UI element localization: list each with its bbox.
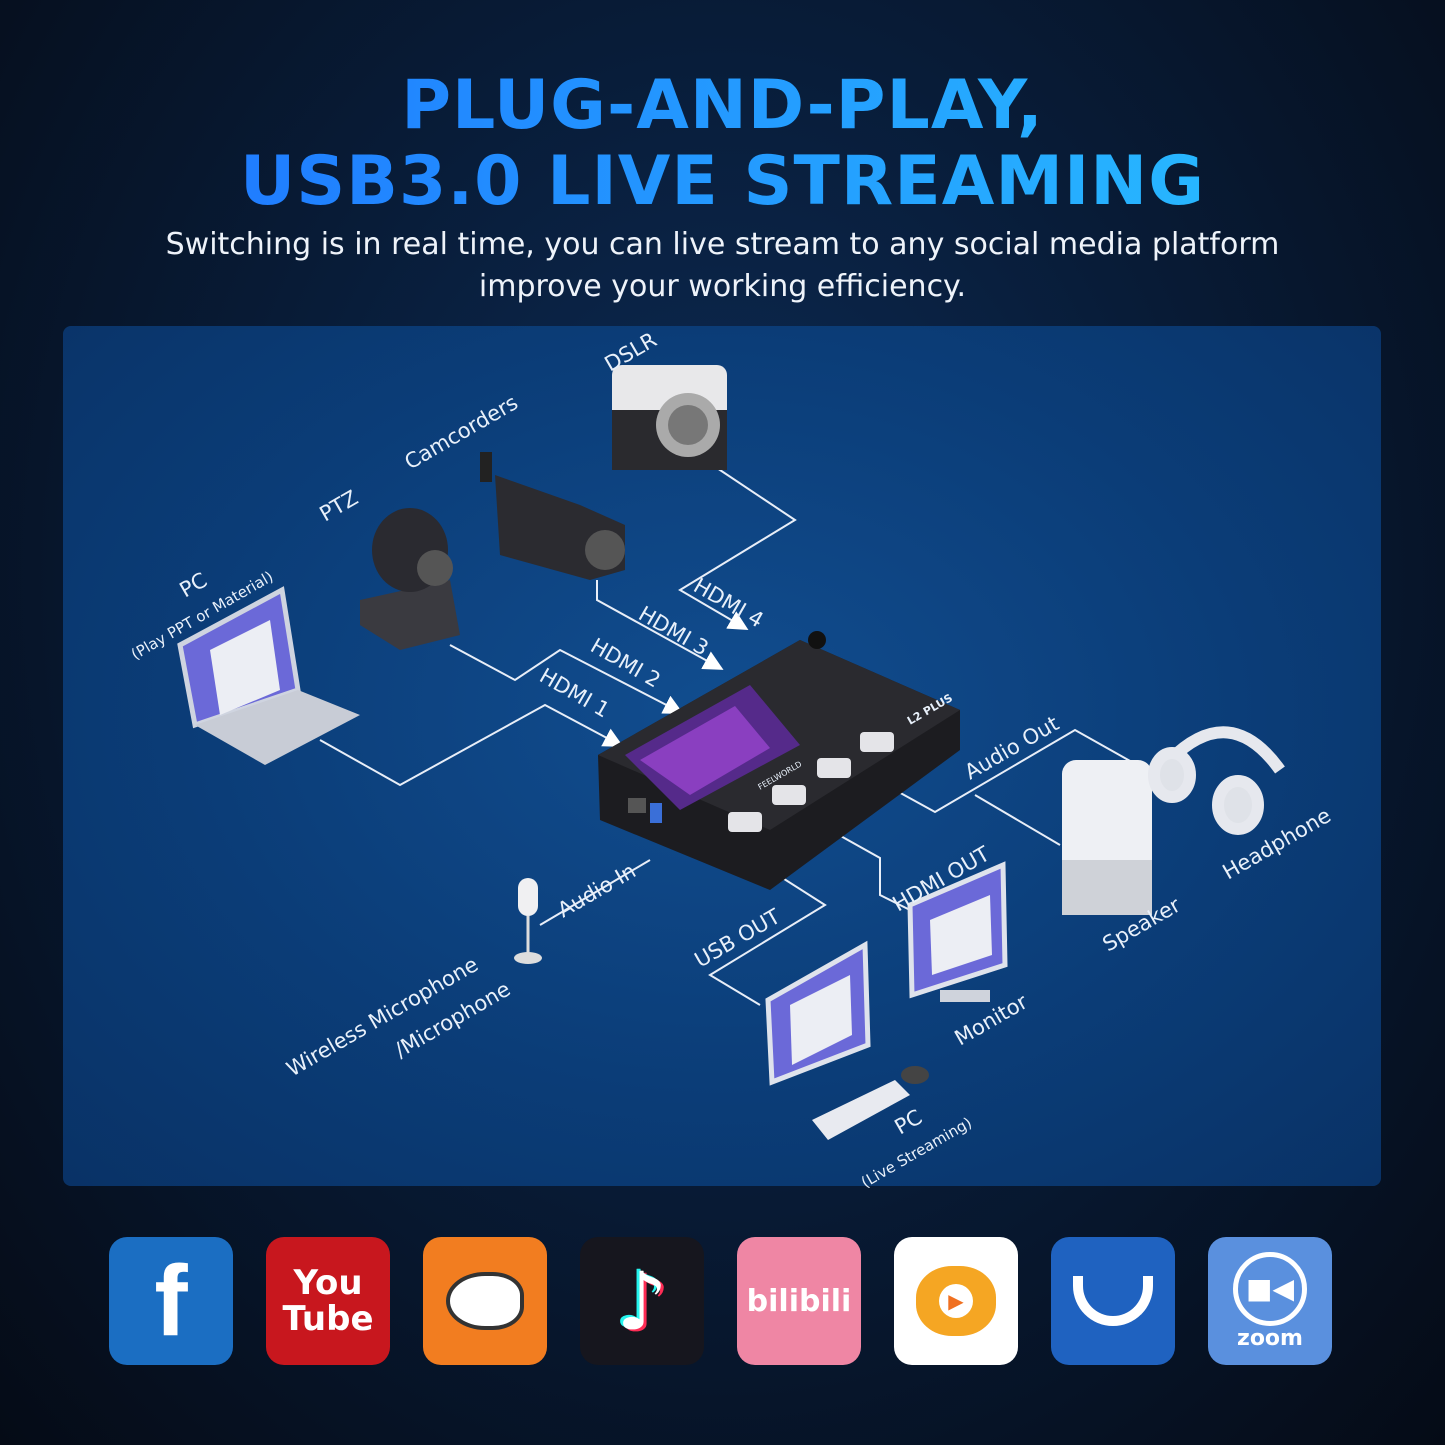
subtitle-line-2: improve your working efficiency. [478,269,967,304]
camcorder-icon [480,452,625,580]
speaker-icon [1062,760,1152,915]
device-button-3 [817,758,851,778]
device-buttons [728,732,894,832]
line-speaker [974,794,1061,846]
label-ptz: PTZ [316,486,363,527]
line-audio-out [894,728,1156,814]
label-audio-in: Audio In [554,859,640,923]
microphone-icon [514,878,542,964]
line-hdmi4 [678,459,797,631]
label-audio-out: Audio Out [961,711,1063,784]
douyu-icon [423,1237,547,1365]
headphone-icon [1148,726,1285,835]
ptz-camera-icon [360,508,460,650]
line-hdmi2 [449,644,684,714]
subtitle-line-1: Switching is in real time, you can live … [165,227,1280,262]
laptop-icon [177,586,360,765]
facebook-icon: f [109,1237,233,1365]
zoom-camera-glyph: ■◀ [1233,1251,1307,1326]
title-line-1: PLUG-AND-PLAY, [0,68,1445,144]
huya-play-glyph: ▶ [939,1284,973,1318]
l2-plus-switcher-device: L2 PLUS FEELWORLD [598,631,960,890]
label-pc-output: PC [891,1105,927,1139]
youtube-icon: You Tube [266,1237,390,1365]
monitor-icon [907,861,1008,1002]
bilibili-icon: bilibili [737,1237,861,1365]
title-line-2: USB3.0 LIVE STREAMING [0,144,1445,220]
line-usb-out [708,869,827,1006]
dslr-camera-icon [612,365,727,470]
device-button-2 [772,785,806,805]
kuaishou-icon [1051,1237,1175,1365]
label-camcorders: Camcorders [401,390,523,474]
line-hdmi1 [319,703,624,787]
line-hdmi3 [596,580,724,670]
line-audio-in [539,859,651,926]
device-button-4 [860,732,894,752]
label-pc-input: PC [176,568,212,602]
zoom-icon: ■◀zoom [1208,1237,1332,1365]
device-button-1 [728,812,762,832]
label-hdmi3: HDMI 3 [635,602,713,661]
tiktok-icon: ♪ [580,1237,704,1365]
zoom-label: zoom [1237,1325,1303,1351]
huya-icon: ▶ [894,1237,1018,1365]
line-hdmi-out [829,829,911,911]
pc-live-streaming-icon [765,940,929,1140]
